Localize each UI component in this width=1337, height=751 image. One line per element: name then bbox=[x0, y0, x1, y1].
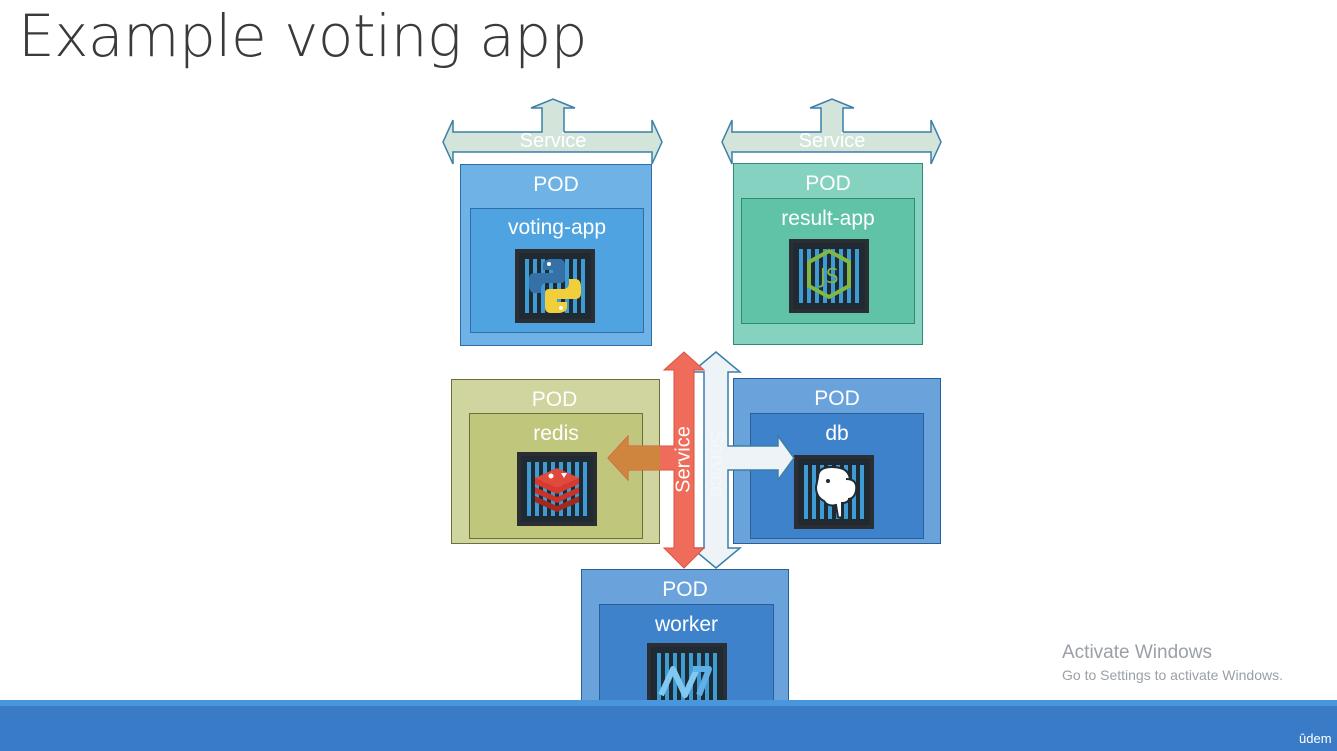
pod-label: POD bbox=[533, 173, 579, 196]
python-icon bbox=[515, 249, 595, 323]
pod-label: POD bbox=[662, 578, 708, 601]
db-service-arrow bbox=[689, 351, 795, 569]
redis-icon bbox=[517, 452, 597, 526]
result-app-pod: POD result-app JS bbox=[733, 163, 923, 345]
voting-service-arrow bbox=[442, 98, 663, 165]
redis-service-arrow bbox=[607, 351, 706, 569]
container-label: redis bbox=[533, 422, 579, 445]
result-app-container: result-app JS bbox=[741, 198, 915, 324]
pod-label: POD bbox=[805, 172, 851, 195]
nodejs-icon: JS bbox=[789, 239, 869, 313]
redis-service-label: Service bbox=[672, 426, 695, 493]
activate-windows-subtitle: Go to Settings to activate Windows. bbox=[1062, 667, 1283, 683]
db-container: db bbox=[750, 413, 924, 539]
postgres-icon bbox=[794, 455, 874, 529]
voting-service-label: Service bbox=[519, 130, 587, 152]
svg-text:JS: JS bbox=[818, 264, 839, 288]
result-service-arrow bbox=[721, 98, 942, 165]
bottom-bar bbox=[0, 700, 1337, 751]
activate-windows-title: Activate Windows bbox=[1062, 642, 1212, 663]
container-label: db bbox=[825, 422, 849, 445]
redis-container: redis bbox=[469, 413, 643, 539]
container-label: voting-app bbox=[507, 216, 607, 239]
container-label: result-app bbox=[781, 207, 875, 230]
pod-label: POD bbox=[531, 388, 578, 411]
container-label: worker bbox=[654, 613, 718, 636]
db-service-label: Service bbox=[705, 430, 728, 497]
slide-title: Example voting app bbox=[18, 2, 587, 70]
result-service-label: Service bbox=[798, 130, 866, 152]
voting-app-container: voting-app bbox=[470, 208, 644, 333]
voting-app-pod: POD voting-app bbox=[460, 164, 652, 346]
pod-label: POD bbox=[814, 387, 860, 410]
brand-logo: ûdem bbox=[1299, 731, 1332, 746]
